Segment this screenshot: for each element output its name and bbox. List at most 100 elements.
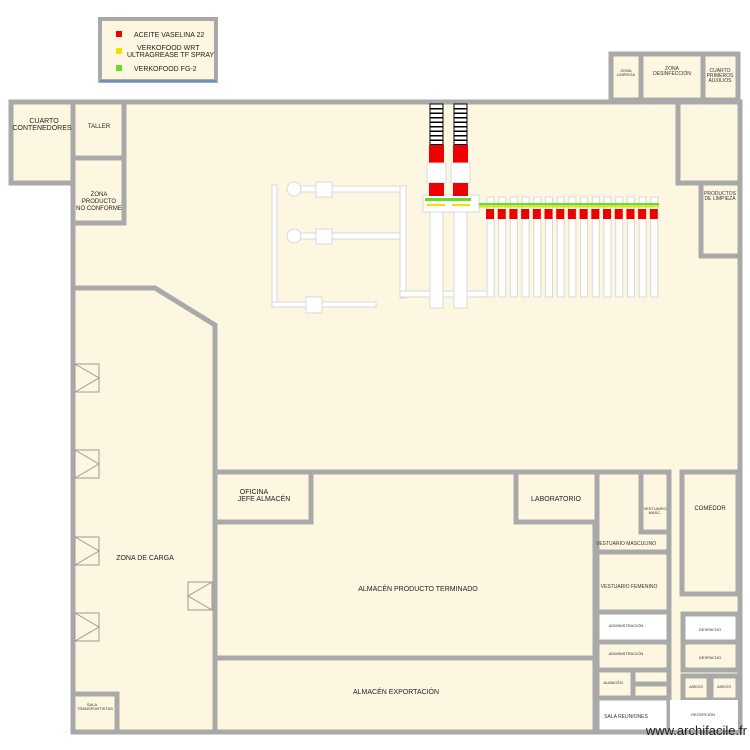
rack-column [568,196,577,298]
room-label: COMEDOR [694,506,726,512]
room-zona-desinfeccion [638,51,706,103]
lube-line-green [479,203,659,206]
ladder-rung [430,112,443,114]
rack-column [626,196,635,298]
room-vestuario-femenino [594,549,672,615]
lube-line-yellow [452,204,470,206]
ladder [429,103,444,146]
red-lube-point [556,209,565,219]
room-storage [675,99,743,186]
rack-column [603,196,612,298]
red-lube-point [486,209,494,219]
room-cuarto-contenedores [8,99,76,186]
ladder-rung [454,112,467,114]
red-lube-point [638,209,647,219]
red-lube-point [603,209,611,219]
room-label: RECEPCIÓN [691,712,715,717]
ladder-rung [430,108,443,110]
room-label: VESTUARIO FEMENINO [601,584,658,590]
legend: ACEITE VASELINA 22 VERKOFOOD WRT ULTRAGR… [98,17,218,83]
red-lube-point [649,209,658,219]
rack-column [509,196,518,298]
red-lube-point [614,209,623,219]
red-lube-point [532,209,541,219]
production-line [271,103,659,314]
room-label: VESTUARIO MASCULINO [596,541,656,547]
room-label: CUARTO [29,118,59,125]
ladder-rung [430,121,443,123]
room-label: CONTENEDORES [12,125,71,132]
room-label: DESINFECCIÓN [653,70,691,77]
room-label: ZONA [91,192,108,198]
ladder-rung [430,144,443,146]
red-lube-point [591,209,600,219]
room-despacho-2 [680,639,741,673]
machine-box [450,162,471,184]
ladder-rung [454,130,467,132]
room-label: JEFE ALMACÉN [238,494,291,503]
red-lube-point [509,209,518,219]
legend-label: VERKOFOOD WRT [137,45,200,52]
room-label: ZONA DE CARGA [116,555,174,562]
ladder-rung [454,135,467,137]
room-label: CUARTO [710,68,731,74]
red-lube-point [429,145,444,163]
red-lube-point [453,183,468,196]
room-administracion-2 [594,639,672,673]
red-lube-point [521,209,530,219]
ladder-rung [454,121,467,123]
ladder-rung [430,139,443,141]
room-label: DE LIMPIEZA [704,196,736,202]
room-vestuario-small [638,469,672,535]
room-label: ALMACÉN [603,680,622,685]
room-oficina [212,469,314,525]
rack-column [615,196,624,298]
room-zona-producto-no-conforme [70,155,127,226]
watermark: www.archifacile.fr [645,723,748,738]
red-lube-point [567,209,576,219]
room-label: DESPACHO [699,655,721,660]
legend-swatch-yellow [116,48,122,54]
ladder-rung [454,144,467,146]
machine-box [426,162,447,184]
room-label: TALLER [88,124,111,130]
ladder-rung [454,126,467,128]
room-label: ALMACÉN PRODUCTO TERMINADO [358,584,478,593]
rack-column [486,196,495,298]
room-comedor [679,469,741,597]
ladder [453,103,468,146]
room-label: ALMACÉN EXPORTACIÓN [353,687,439,696]
lube-line-green [425,198,471,201]
rack-column [556,196,565,298]
room-label: ZONA [620,68,631,73]
room-label: PRODUCTOS [704,191,737,197]
room-productos-limpieza [698,180,743,259]
room-label: ADMINISTRACIÓN [609,651,644,656]
red-lube-point [453,145,468,163]
room-label: AUXILIOS [708,78,732,84]
legend-label: ACEITE VASELINA 22 [134,32,204,39]
room-label: NO CONFORME [76,206,122,212]
room-label: ASEOS [689,684,703,689]
ladder-rung [454,139,467,141]
rack-column [650,196,659,298]
room-zona-de-carga [70,285,218,735]
ladder-rung [430,130,443,132]
room-label: DESPACHO [699,627,721,632]
room-label: VESTUARIO [643,506,666,511]
room-taller [70,99,127,161]
red-lube-point [579,209,588,219]
room-sala-reuniones [594,695,672,735]
room-label: SALA [87,702,98,707]
room-sala-transportistas [70,691,120,735]
room-label: SALA REUNIONES [604,714,648,720]
red-lube-point [497,209,506,219]
legend-label: VERKOFOOD FG-2 [134,66,197,73]
room-zona-limpieza [608,51,644,103]
rack-column [521,196,530,298]
room-label: PRODUCTO [82,199,117,205]
ladder-rung [454,117,467,119]
lube-line-yellow [479,206,659,208]
room-label: LABORATORIO [531,496,581,503]
